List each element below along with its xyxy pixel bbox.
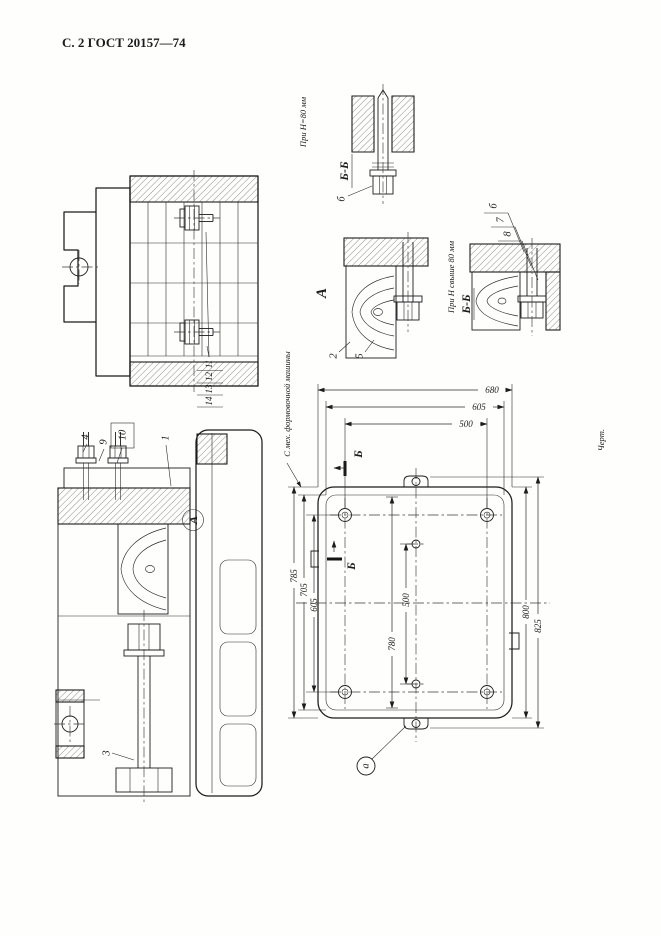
callout-frame — [110, 422, 135, 449]
wood-grain — [475, 275, 519, 327]
part-callout-2: 2 — [329, 353, 340, 359]
leader-line — [111, 752, 135, 761]
end-view-trunnion-bracket — [62, 187, 131, 377]
right-notch — [509, 632, 520, 650]
detail-mark-label: А — [186, 516, 200, 525]
condition-note: При Н свыше 80 мм — [446, 240, 456, 314]
section-bb-top: При Н=80 мм Б-Б б — [298, 84, 415, 204]
table-outline — [57, 523, 191, 797]
dim-rib-span: 780 — [387, 637, 397, 651]
plate-section-band — [57, 487, 191, 525]
left-notch — [310, 550, 319, 568]
dim-width-holes: 500 — [459, 419, 473, 429]
dim-length-plate: 800 — [521, 605, 531, 619]
part-callout-12: 12 — [204, 372, 214, 382]
datum-letter: а — [361, 763, 372, 768]
page-header: С. 2 ГОСТ 20157—74 — [62, 35, 186, 50]
part-callout-4: 4 — [81, 434, 92, 440]
leader-line — [338, 341, 351, 353]
cut-letter: Б — [344, 562, 358, 571]
plate-view: Б Б а 680 605 500 785 — [288, 384, 550, 776]
section-bb-right: б 7 8 При Н свыше 80 мм Б-Б — [446, 203, 561, 336]
part-callout-11: 11 — [204, 360, 214, 368]
wood-grain — [120, 527, 167, 611]
section-body-right — [391, 95, 415, 153]
stud-assembly — [517, 238, 547, 336]
wood-block — [345, 265, 397, 359]
condition-note: При Н=80 мм — [298, 96, 308, 148]
leader-line — [206, 345, 210, 358]
detail-a-circle — [182, 509, 204, 531]
dim-height-holes: 605 — [309, 598, 319, 612]
section-body-left — [351, 95, 375, 153]
leader-line — [371, 725, 407, 760]
dim-center-span: 500 — [401, 593, 411, 607]
note-leader-arrow — [286, 462, 302, 488]
section-cut-marks: Б Б — [327, 450, 365, 571]
part-callout-b: б — [337, 196, 348, 202]
part-callout-13: 13 — [204, 384, 214, 394]
end-view-bolt-upper — [174, 205, 220, 231]
side-trunnion — [54, 689, 86, 759]
part-callout-b: б — [489, 203, 500, 209]
section-title: Б-Б — [459, 294, 473, 315]
part-callout-7: 7 — [496, 217, 507, 223]
part-callout-3: 3 — [102, 750, 113, 756]
bottom-boss — [403, 718, 429, 730]
section-title: Б-Б — [337, 161, 351, 182]
ejector-assembly — [115, 610, 173, 804]
part-callout-14: 14 — [204, 396, 214, 406]
clamp-bolt-1 — [75, 432, 97, 500]
orientation-note: С мех. формовочной машины — [282, 351, 292, 457]
stud-assembly — [393, 232, 423, 332]
end-view-callout-stack: 11 12 13 14 — [197, 360, 223, 408]
wood-grain — [351, 275, 395, 351]
dim-width-mid: 605 — [472, 402, 486, 412]
dim-length-overall: 825 — [533, 619, 543, 633]
wood-block — [117, 523, 169, 615]
end-view-bolt-lower — [174, 319, 220, 345]
leader-line — [347, 185, 373, 197]
plate-inner-contour — [325, 494, 505, 711]
leader-line — [82, 443, 88, 453]
datum-callout: а — [356, 725, 407, 776]
cut-letter: Б — [351, 450, 365, 459]
part-callout-10: 10 — [118, 429, 129, 440]
plate-edge-elevation — [195, 429, 263, 797]
dim-width-outer: 680 — [485, 385, 499, 395]
pin-assembly — [369, 84, 397, 204]
plate-section-band — [343, 237, 429, 267]
dim-height-outer: 785 — [289, 569, 299, 583]
part-callout-9: 9 — [99, 439, 110, 445]
wood-block — [471, 271, 521, 331]
leader-line — [364, 339, 375, 353]
sheet-margin-note: Черт. — [596, 429, 606, 451]
leader-line — [165, 444, 172, 487]
detail-a-view: А 2 5 — [314, 232, 429, 359]
detail-title: А — [314, 288, 330, 299]
dim-height-mid: 705 — [299, 583, 309, 597]
leader-line — [205, 231, 210, 358]
side-view: 4 9 10 1 — [54, 351, 302, 804]
plate-outline — [317, 486, 513, 719]
part-callout-5: 5 — [355, 353, 366, 358]
dimensions: 680 605 500 785 705 605 500 — [288, 384, 544, 729]
top-boss — [403, 475, 429, 487]
rib-section — [545, 271, 561, 331]
part-callout-1: 1 — [161, 435, 172, 440]
part-callout-8: 8 — [503, 231, 514, 237]
leader-line — [98, 448, 105, 462]
end-view: 11 12 13 14 — [62, 170, 259, 408]
plate-section-band — [469, 243, 561, 273]
